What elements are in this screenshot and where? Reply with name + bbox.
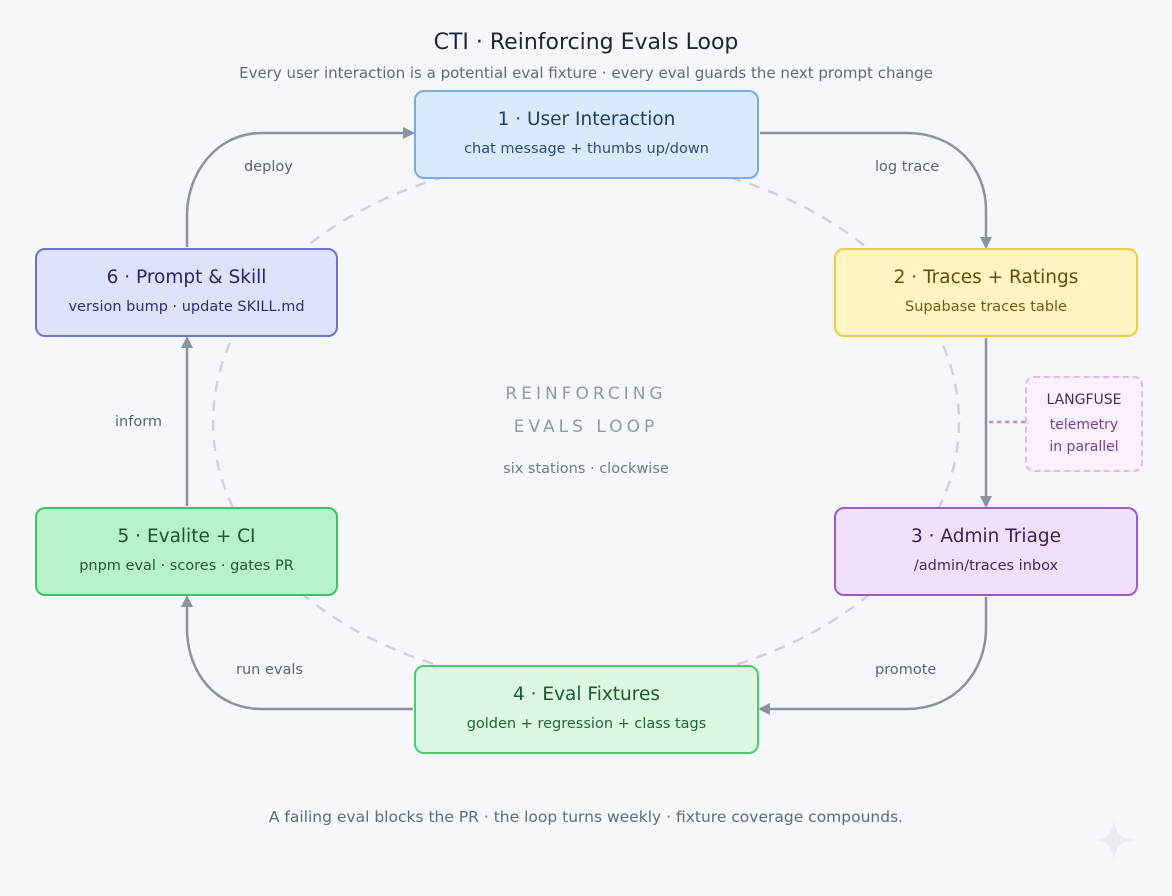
node-traces-ratings: 2 · Traces + Ratings Supabase traces tab… bbox=[834, 248, 1138, 337]
node-title: 2 · Traces + Ratings bbox=[893, 267, 1079, 288]
edge-label-promote: promote bbox=[875, 662, 937, 678]
edge-deploy-arrow bbox=[185, 127, 415, 247]
node-subtitle: /admin/traces inbox bbox=[913, 558, 1059, 574]
center-note: six stations · clockwise bbox=[503, 461, 669, 477]
edge-label-inform: inform bbox=[115, 414, 163, 430]
edge-label-deploy: deploy bbox=[244, 159, 293, 175]
node-title: 3 · Admin Triage bbox=[910, 526, 1062, 547]
page-subtitle: Every user interaction is a potential ev… bbox=[239, 64, 933, 82]
node-title: 1 · User Interaction bbox=[497, 109, 676, 130]
edge-promote-arrow bbox=[758, 597, 988, 715]
edge-label-run-evals: run evals bbox=[236, 662, 303, 678]
side-note-line-3: in parallel bbox=[1049, 439, 1119, 455]
center-caption-line-2: EVALS LOOP bbox=[513, 417, 659, 437]
node-admin-triage: 3 · Admin Triage /admin/traces inbox bbox=[834, 507, 1138, 596]
node-subtitle: chat message + thumbs up/down bbox=[464, 141, 709, 157]
node-title: 6 · Prompt & Skill bbox=[106, 267, 267, 288]
page-title: CTI · Reinforcing Evals Loop bbox=[433, 30, 739, 55]
node-title: 4 · Eval Fixtures bbox=[513, 684, 660, 705]
edge-log-trace-arrow bbox=[760, 131, 992, 249]
node-evalite-ci: 5 · Evalite + CI pnpm eval · scores · ga… bbox=[35, 507, 338, 596]
node-prompt-skill: 6 · Prompt & Skill version bump · update… bbox=[35, 248, 338, 337]
node-subtitle: pnpm eval · scores · gates PR bbox=[79, 558, 294, 574]
node-title: 5 · Evalite + CI bbox=[117, 526, 256, 547]
node-user-interaction: 1 · User Interaction chat message + thum… bbox=[414, 90, 759, 179]
side-note-line-2: telemetry bbox=[1049, 417, 1119, 433]
node-subtitle: version bump · update SKILL.md bbox=[68, 299, 305, 315]
langfuse-side-note: LANGFUSE telemetry in parallel bbox=[1025, 376, 1143, 472]
edge-label-log-trace: log trace bbox=[875, 159, 940, 175]
edge-run-evals-arrow bbox=[181, 595, 413, 711]
side-note-line-1: LANGFUSE bbox=[1046, 392, 1122, 408]
page-footer: A failing eval blocks the PR · the loop … bbox=[268, 808, 904, 826]
sparkle-icon bbox=[1094, 820, 1134, 860]
center-caption-line-1: REINFORCING bbox=[505, 384, 667, 404]
node-eval-fixtures: 4 · Eval Fixtures golden + regression + … bbox=[414, 665, 759, 754]
node-subtitle: Supabase traces table bbox=[905, 299, 1067, 315]
node-subtitle: golden + regression + class tags bbox=[466, 716, 707, 732]
